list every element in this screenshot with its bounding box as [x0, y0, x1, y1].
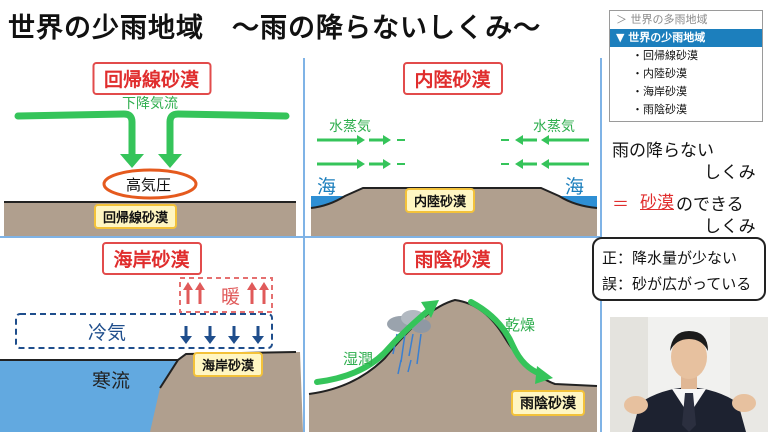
- toc-item-tropical-desert[interactable]: ・回帰線砂漠: [632, 49, 698, 62]
- warm-arrowhead-1: [183, 282, 193, 290]
- warm-arrowhead-2: [195, 282, 205, 290]
- panel-divider-horizontal: [0, 236, 600, 238]
- downdraft-label: 下降気流: [122, 96, 178, 112]
- warm-arrowhead-4: [259, 282, 269, 290]
- cold-current-label: 寒流: [92, 370, 131, 392]
- vapor-arrowhead-right-2: [541, 159, 549, 169]
- toc-item-inland-desert[interactable]: ・内陸砂漠: [632, 67, 687, 80]
- warm-label: 暖: [221, 286, 241, 308]
- warm-arrowhead-3: [247, 282, 257, 290]
- desert-tag-inland: 内陸砂漠: [405, 188, 476, 213]
- panel-coastal-desert: 海岸砂漠 暖 冷気 寒流 海岸砂漠: [0, 238, 303, 432]
- side-equals: ＝: [612, 195, 629, 215]
- desert-tag-tropical: 回帰線砂漠: [94, 204, 178, 229]
- vapor-arrowhead-left-2: [357, 159, 365, 169]
- downdraft-arrow-left: [14, 110, 136, 160]
- desert-tag-rainshadow: 雨陰砂漠: [511, 390, 585, 416]
- true-false-box: 正：降水量が少ない 誤：砂が広がっている: [592, 237, 766, 301]
- vapor-label-left: 水蒸気: [329, 119, 371, 135]
- panel-tropical-desert: 回帰線砂漠 下降気流 高気圧 回帰線砂漠: [0, 58, 303, 236]
- downdraft-arrowhead-right: [158, 154, 182, 168]
- vapor-label-right: 水蒸気: [533, 119, 575, 135]
- downdraft-arrowhead-left: [120, 154, 144, 168]
- sea-label-right: 海: [565, 176, 585, 198]
- desert-tag-coastal: 海岸砂漠: [193, 352, 264, 377]
- toc-item-rainy-regions[interactable]: ＞ 世界の多雨地域: [616, 13, 708, 26]
- humid-airflow-arrowhead: [421, 300, 439, 318]
- page-title: 世界の少雨地域 ～雨の降らないしくみ～: [8, 13, 542, 44]
- vapor-arrowhead-left-1: [357, 135, 365, 145]
- sea-label-left: 海: [317, 176, 337, 198]
- humid-label: 湿潤: [343, 350, 374, 368]
- correct-text: 降水量が少ない: [632, 249, 738, 267]
- side-line-2: しくみ: [704, 163, 756, 183]
- high-pressure-label: 高気圧: [126, 176, 172, 194]
- wrong-row: 誤：砂が広がっている: [602, 273, 751, 294]
- vapor-arrowhead-left-2b: [383, 159, 391, 169]
- vapor-arrowhead-right-1b: [515, 135, 523, 145]
- vapor-arrowhead-right-2b: [515, 159, 523, 169]
- panel-inland-desert: 内陸砂漠 水蒸気 水蒸気 海 海 内陸砂漠: [305, 58, 600, 236]
- panel-divider-vertical: [303, 58, 305, 432]
- downdraft-arrow-right: [166, 110, 290, 160]
- vapor-arrowhead-right-1: [541, 135, 549, 145]
- panel-title-inland: 内陸砂漠: [402, 62, 503, 95]
- table-of-contents: ＞ 世界の多雨地域 ▼ 世界の少雨地域 ・回帰線砂漠 ・内陸砂漠 ・海岸砂漠 ・…: [609, 10, 763, 122]
- coastal-land: [150, 352, 303, 432]
- correct-row: 正：降水量が少ない: [602, 247, 737, 268]
- panel-rainshadow-desert: 雨陰砂漠 湿潤 乾燥 雨陰砂漠: [305, 238, 600, 432]
- presenter-image: [610, 317, 768, 432]
- wrong-label: 誤：: [602, 275, 633, 293]
- panel-title-tropical: 回帰線砂漠: [91, 62, 212, 95]
- cold-air-label: 冷気: [88, 322, 127, 344]
- warm-air-box: [179, 277, 273, 313]
- humid-airflow-arrow: [314, 307, 432, 385]
- side-highlight-desert: 砂漠: [640, 193, 674, 213]
- toc-item-dry-regions[interactable]: ▼ 世界の少雨地域: [610, 29, 762, 47]
- vapor-arrowhead-left-1b: [383, 135, 391, 145]
- dry-airflow-arrow: [468, 299, 544, 377]
- side-line-1: 雨の降らない: [612, 141, 714, 161]
- cold-air-arrows: [180, 326, 264, 344]
- side-line-4: しくみ: [704, 217, 756, 237]
- high-pressure-ellipse: [102, 168, 198, 200]
- correct-label: 正：: [602, 249, 633, 267]
- toc-item-rainshadow-desert[interactable]: ・雨陰砂漠: [632, 103, 687, 116]
- dry-airflow-arrowhead: [535, 366, 553, 384]
- presenter-video: [610, 317, 768, 432]
- panel-title-coastal: 海岸砂漠: [101, 242, 202, 275]
- wrong-text: 砂が広がっている: [632, 275, 752, 293]
- panel-title-rainshadow: 雨陰砂漠: [402, 242, 503, 275]
- side-line-3: のできる: [676, 195, 744, 215]
- toc-item-coastal-desert[interactable]: ・海岸砂漠: [632, 85, 687, 98]
- coastal-desert-diagram: [0, 277, 303, 432]
- dry-label: 乾燥: [505, 316, 536, 334]
